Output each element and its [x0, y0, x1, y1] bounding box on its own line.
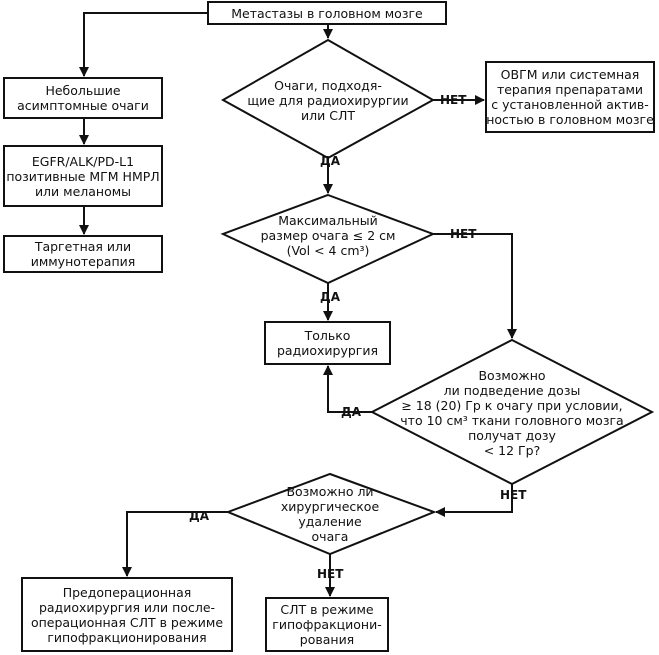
label-suitable-no: НЕТ: [440, 93, 467, 107]
edge-start-to-small: [79, 12, 208, 77]
q-suitable-text: Очаги, подходя- щие для радиохирургии ил…: [247, 77, 409, 123]
label-size-yes: ДА: [320, 290, 340, 304]
label-dose-no: НЕТ: [500, 488, 527, 502]
edge-size-no: [433, 233, 517, 339]
label-surgery-yes: ДА: [189, 509, 209, 523]
targeted-text: Таргетная или иммунотерапия: [30, 239, 136, 269]
only-srs-box: [264, 321, 391, 365]
small-asymptomatic-text: Небольшие асимптомные очаги: [17, 83, 149, 113]
edge-dose-no: [435, 484, 513, 517]
preop-box: [21, 577, 233, 652]
label-suitable-yes: ДА: [320, 154, 340, 168]
label-surgery-no: НЕТ: [317, 567, 344, 581]
hypofrac-box: [265, 597, 389, 652]
targeted-box: [3, 235, 163, 273]
q-size-text: Максимальный размер очага ≤ 2 см (Vol < …: [260, 212, 396, 258]
q-dose-text: Возможно ли подведение дозы ≥ 18 (20) Гр…: [400, 368, 624, 458]
preop-text: Предоперационная радиохирургия или после…: [30, 584, 224, 645]
start-text: Метастазы в головном мозге: [231, 5, 423, 21]
positive-egfr-text: EGFR/ALK/PD-L1 позитивные МГМ НМРЛ или м…: [6, 153, 160, 199]
wbrt-text: ОВГМ или системная терапия препаратами с…: [486, 67, 654, 127]
label-dose-yes: ДА: [341, 405, 361, 419]
edge-surgery-yes: [122, 511, 228, 577]
wbrt-box: [485, 61, 655, 133]
hypofrac-text: СЛТ в режиме гипофракциони- рования: [272, 602, 382, 647]
only-srs-text: Только радиохирургия: [276, 328, 378, 358]
edge-dose-yes: [323, 365, 372, 413]
q-surgery-text: Возможно ли хирургическое удаление очага: [280, 484, 380, 544]
label-size-no: НЕТ: [450, 227, 477, 241]
